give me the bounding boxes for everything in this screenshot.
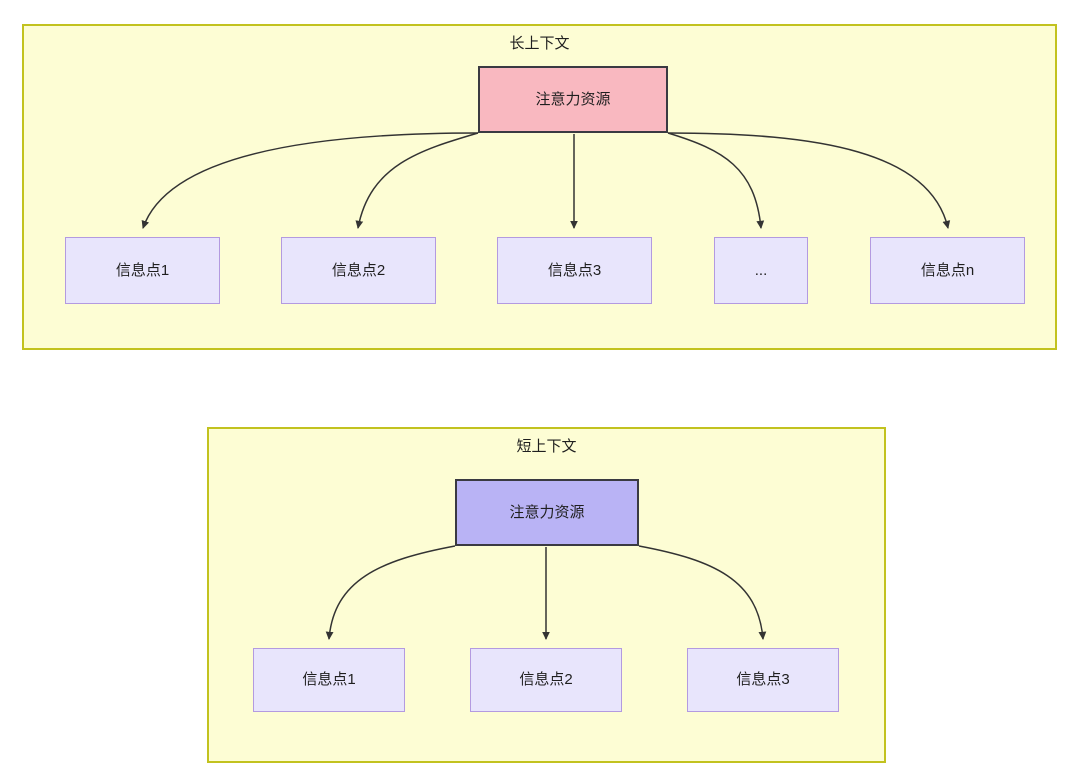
group-short-context-title: 短上下文	[516, 438, 577, 455]
node-label: 信息点3	[547, 261, 602, 279]
node-long-info-ellipsis[interactable]: ...	[714, 237, 808, 304]
node-long-info-3[interactable]: 信息点3	[497, 237, 652, 304]
node-label: ...	[754, 261, 768, 279]
node-label: 注意力资源	[509, 503, 585, 521]
node-attention-resource-short[interactable]: 注意力资源	[455, 479, 639, 546]
node-long-info-2[interactable]: 信息点2	[281, 237, 436, 304]
group-short-context[interactable]: 短上下文	[207, 427, 886, 763]
node-label: 信息点1	[302, 671, 356, 688]
node-label: 信息点1	[115, 261, 170, 279]
node-label: 注意力资源	[535, 90, 611, 108]
node-attention-resource-long[interactable]: 注意力资源	[478, 66, 668, 133]
node-label: 信息点3	[736, 671, 790, 688]
node-long-info-1[interactable]: 信息点1	[65, 237, 220, 304]
node-label: 信息点2	[519, 671, 573, 688]
group-long-context-title: 长上下文	[509, 35, 570, 52]
node-short-info-2[interactable]: 信息点2	[470, 648, 622, 712]
node-short-info-3[interactable]: 信息点3	[687, 648, 839, 712]
node-short-info-1[interactable]: 信息点1	[253, 648, 405, 712]
node-long-info-n[interactable]: 信息点n	[870, 237, 1025, 304]
node-label: 信息点2	[331, 261, 386, 279]
node-label: 信息点n	[920, 261, 975, 279]
